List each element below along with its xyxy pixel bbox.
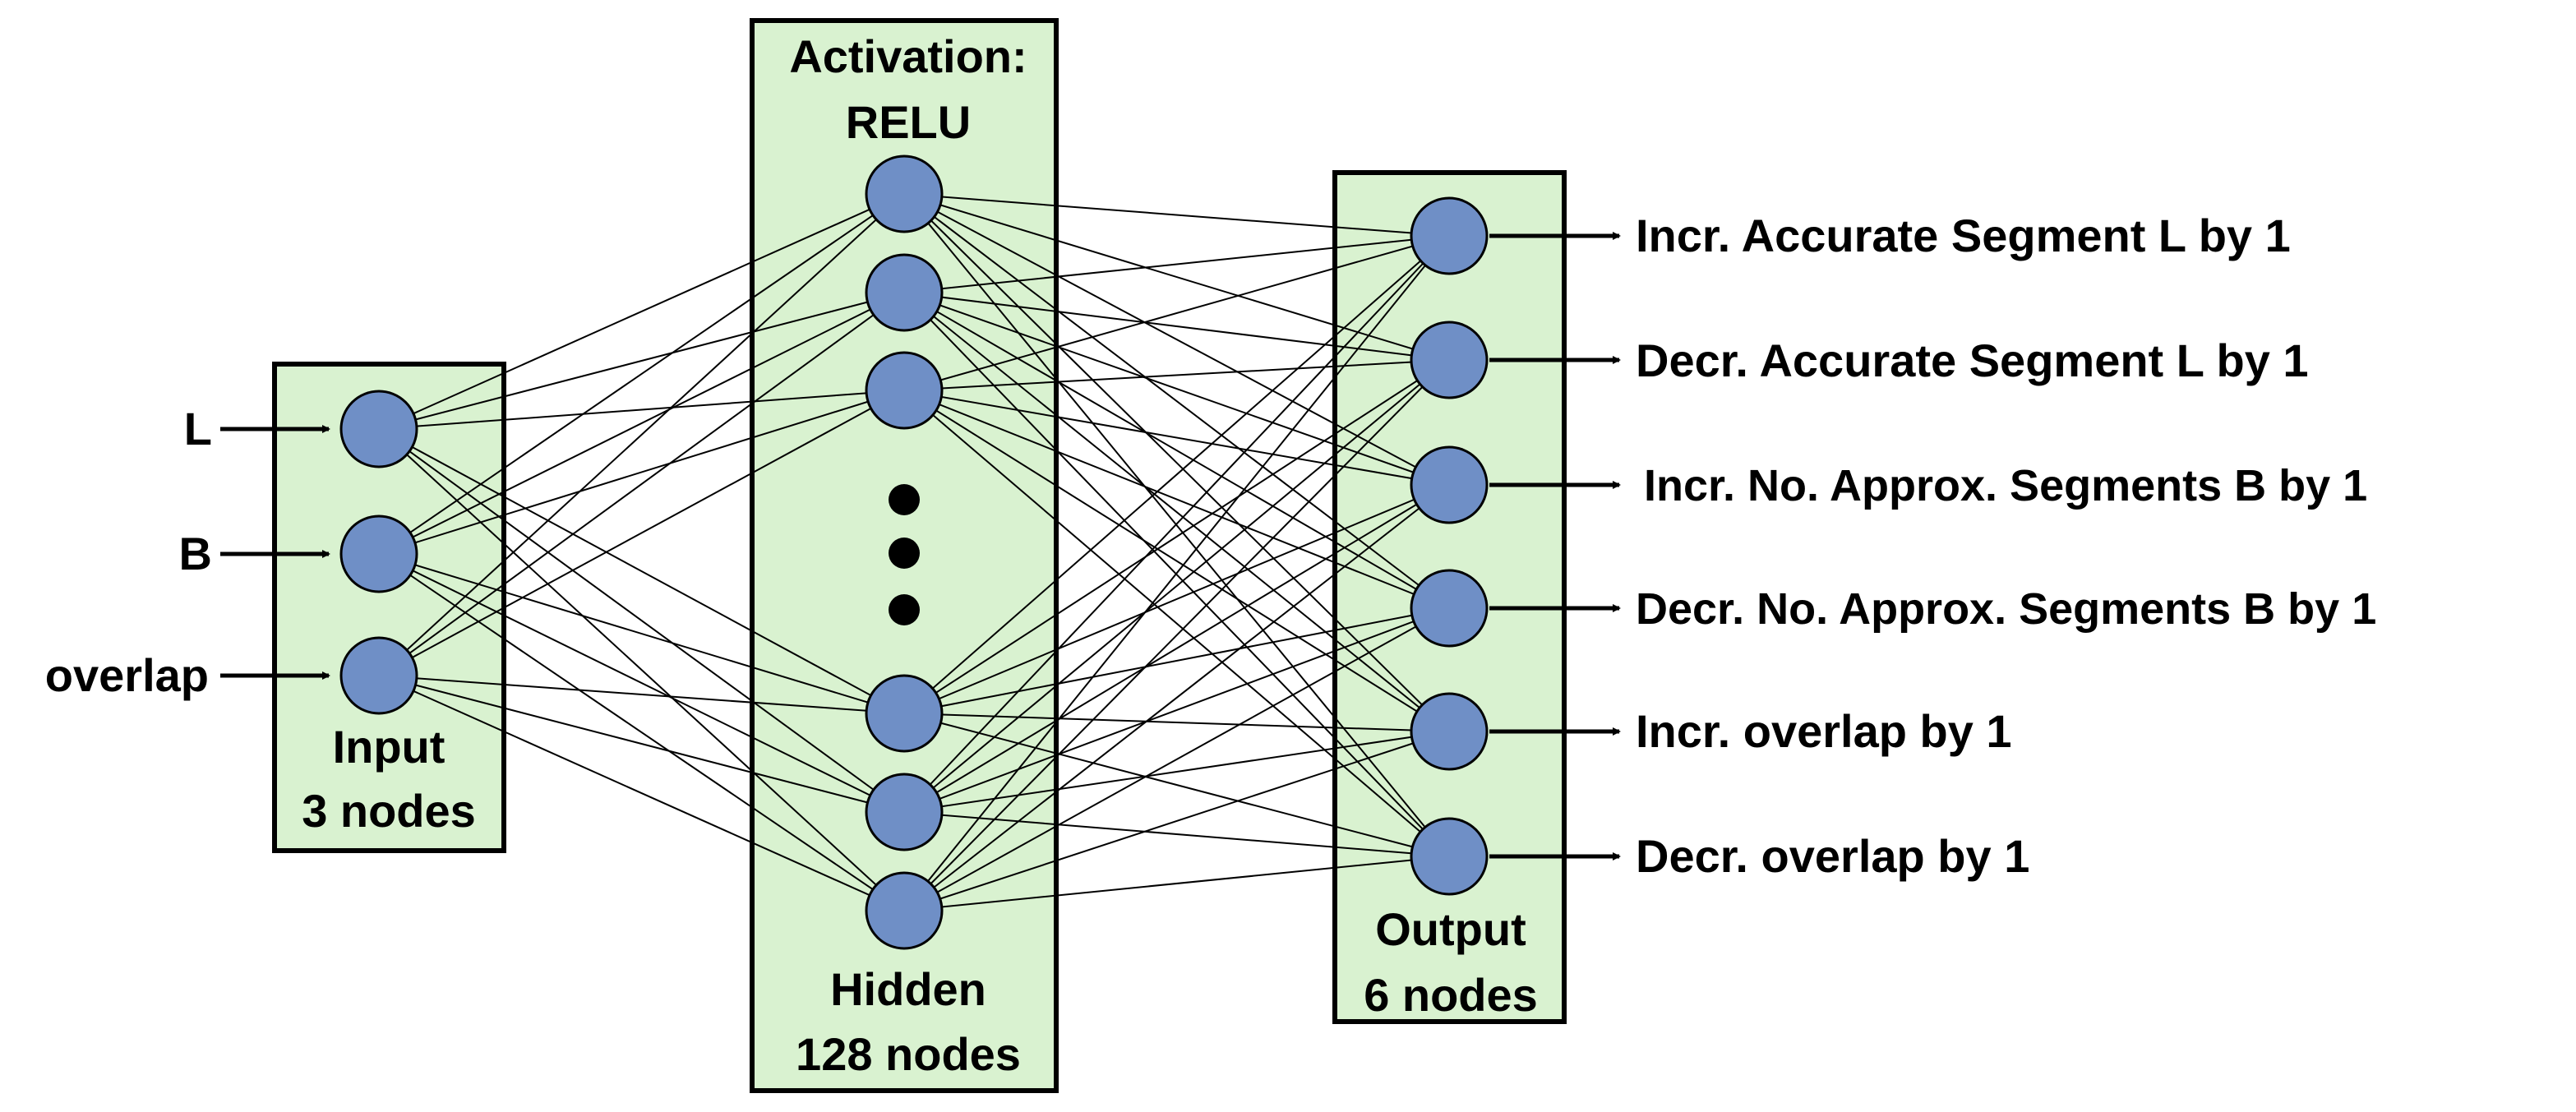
input-hidden-connection [378,428,905,714]
output-node-1 [1410,196,1489,275]
output-label-2: Decr. Accurate Segment L by 1 [1636,335,2309,386]
hidden-node-128 [865,871,944,950]
input-arrows [220,425,330,680]
hidden-node-2 [865,253,944,332]
output-node-2 [1410,321,1489,399]
output-node-5 [1410,692,1489,771]
input-node-overlap [339,636,418,715]
hidden-output-connection [903,607,1450,714]
hidden-output-connection [903,235,1450,813]
hidden-node-127 [865,773,944,851]
hidden-output-connection [903,359,1450,813]
output-node-3 [1410,445,1489,524]
hidden-output-connection [903,484,1450,714]
input-label-overlap: overlap [45,649,209,701]
hidden-output-connection [903,235,1450,714]
connections [378,193,1450,911]
hidden-output-connection [903,359,1450,391]
output-layer-title: Output [1375,903,1526,955]
output-arrows [1489,232,1621,861]
ellipsis-dot [889,594,920,625]
output-nodes [1410,196,1489,896]
hidden-output-connection [903,484,1450,813]
hidden-layer-count: 128 nodes [796,1028,1021,1080]
hidden-output-connection [903,390,1450,609]
input-hidden-connection [378,428,905,813]
input-hidden-connection [378,390,905,430]
input-hidden-connection [378,292,905,555]
ellipsis-dot [889,484,920,515]
hidden-output-connection [903,484,1450,911]
hidden-output-connection [903,390,1450,486]
hidden-output-connection [903,390,1450,732]
hidden-output-connection [903,856,1450,911]
hidden-node-1 [865,155,944,233]
hidden-output-connection [903,193,1450,486]
ellipsis-dot [889,538,920,569]
input-hidden-connection [378,390,905,676]
input-node-b [339,514,418,593]
hidden-output-connection [903,235,1450,391]
output-label-6: Decr. overlap by 1 [1636,830,2029,882]
input-hidden-connection [378,553,905,911]
input-hidden-connection [378,193,905,555]
input-hidden-connection [378,390,905,555]
input-hidden-connection [378,292,905,676]
output-label-3: Incr. No. Approx. Segments B by 1 [1644,461,2367,510]
hidden-output-connection [903,607,1450,813]
input-nodes [339,390,418,715]
input-hidden-connection [378,553,905,813]
output-node-6 [1410,817,1489,896]
hidden-output-connection [903,731,1450,911]
input-hidden-connection [378,553,905,714]
hidden-output-connection [903,359,1450,714]
hidden-output-connection [903,193,1450,237]
hidden-ellipsis-dots [889,484,920,625]
output-label-4: Decr. No. Approx. Segments B by 1 [1636,584,2376,634]
input-hidden-connection [378,193,905,430]
hidden-nodes [865,155,944,950]
input-node-l [339,390,418,468]
input-hidden-connection [378,428,905,911]
input-layer-title: Input [333,721,445,773]
output-label-1: Incr. Accurate Segment L by 1 [1636,210,2291,261]
input-label-l: L [184,403,212,454]
input-hidden-connection [378,675,905,911]
input-layer-count: 3 nodes [302,785,476,837]
input-hidden-connection [378,193,905,676]
input-hidden-connection [378,292,905,430]
activation-label: Activation: [789,30,1027,82]
output-label-5: Incr. overlap by 1 [1636,705,2012,757]
hidden-node-126 [865,674,944,753]
output-layer-count: 6 nodes [1364,969,1538,1021]
input-hidden-connection [378,675,905,813]
output-node-4 [1410,569,1489,648]
input-label-b: B [179,528,212,579]
hidden-output-connection [903,359,1450,911]
hidden-layer-title: Hidden [830,963,986,1015]
hidden-output-connection [903,390,1450,857]
hidden-output-connection [903,235,1450,293]
hidden-output-connection [903,235,1450,911]
activation-name: RELU [846,96,971,148]
input-hidden-connection [378,675,905,714]
hidden-output-connection [903,607,1450,911]
hidden-node-3 [865,351,944,430]
